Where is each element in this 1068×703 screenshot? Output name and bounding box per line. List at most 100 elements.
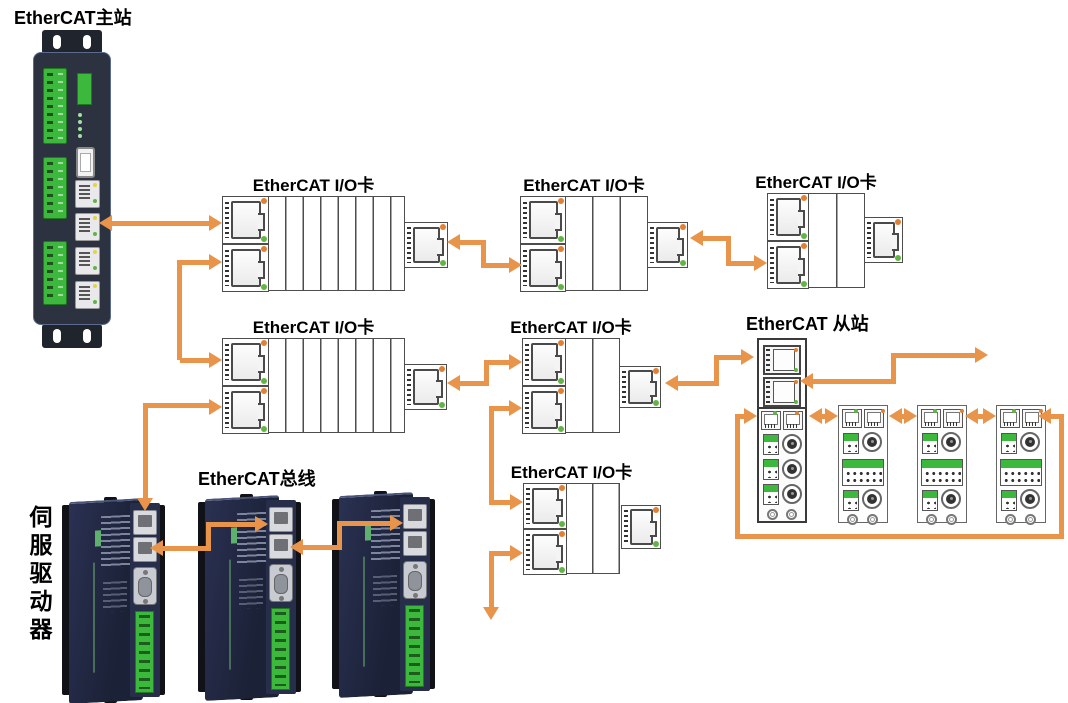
terminal-connector <box>843 490 859 511</box>
green-led-dot <box>559 567 565 573</box>
arrowhead <box>99 215 112 231</box>
rj45-port <box>269 534 293 559</box>
mounting-rail <box>198 502 209 692</box>
terminal-strip <box>405 605 424 687</box>
cable-segment <box>714 355 741 360</box>
arrowhead <box>509 354 522 370</box>
orange-led-dot <box>439 366 445 372</box>
arrowhead <box>509 400 522 416</box>
arrowhead <box>965 408 978 424</box>
arrowhead <box>390 515 403 531</box>
green-led-dot <box>558 378 564 384</box>
mounting-rail <box>62 505 73 695</box>
green-led-dot <box>559 521 565 527</box>
orange-led-dot <box>440 224 446 230</box>
rj45-port-small <box>1000 409 1020 428</box>
db9-connector <box>269 564 293 602</box>
terminal-connector <box>922 490 938 511</box>
io-card-label: EtherCAT I/O卡 <box>510 463 633 482</box>
rj45-port <box>763 377 801 407</box>
m8-connector <box>862 489 882 509</box>
orange-led-dot <box>558 388 564 394</box>
io-terminal-section <box>757 407 807 523</box>
cable-segment <box>163 546 209 551</box>
terminal-strip <box>271 608 290 690</box>
cable-segment <box>899 414 907 419</box>
orange-led-dot <box>261 198 267 204</box>
cable-segment <box>735 534 1064 539</box>
ethercat-master-device <box>33 28 113 353</box>
io-card-3: EtherCAT I/O卡 <box>755 173 903 289</box>
servo-drive-1 <box>62 497 165 703</box>
green-led-dot <box>261 284 267 290</box>
terminal-connector <box>843 433 859 454</box>
rj45-port <box>269 507 293 532</box>
orange-led-dot <box>801 243 807 249</box>
m8-connector <box>1020 489 1040 509</box>
io-module-slots <box>566 197 647 290</box>
arrowhead <box>983 408 996 424</box>
rj45-in-port <box>222 338 269 386</box>
green-led-dot <box>794 368 798 372</box>
orange-led-dot <box>795 411 799 415</box>
orange-led-dot <box>261 246 267 252</box>
io-card-label: EtherCAT I/O卡 <box>252 176 375 195</box>
slave-bus-coupler <box>757 338 807 523</box>
mounting-bracket-top <box>42 30 102 54</box>
db9-connector <box>133 567 157 605</box>
arrowhead <box>209 254 222 270</box>
green-led-dot <box>653 400 659 406</box>
rj45-out-port <box>404 222 448 268</box>
orange-led-dot <box>559 485 565 491</box>
cable-segment <box>111 221 210 226</box>
screw-hole <box>1005 514 1016 525</box>
screw-hole <box>847 514 858 525</box>
slave-io-module <box>838 405 888 525</box>
m8-connector <box>862 432 882 452</box>
arrowhead <box>150 540 163 556</box>
rj45-in-port <box>523 483 567 529</box>
arrowhead <box>975 347 988 363</box>
arrowhead <box>1038 408 1051 424</box>
orange-led-dot <box>680 224 686 230</box>
cable-segment <box>180 358 210 363</box>
green-led-dot <box>439 402 445 408</box>
cable-segment <box>303 545 340 550</box>
rj45-in-port <box>767 193 809 241</box>
screw-hole <box>926 514 937 525</box>
rj45-port-small <box>842 409 862 428</box>
cable-segment <box>714 355 719 386</box>
faceplate-text <box>239 577 263 610</box>
green-led-dot <box>794 400 798 404</box>
arrowhead <box>209 352 222 368</box>
green-marking <box>231 527 237 544</box>
io-card-4: EtherCAT I/O卡 <box>222 318 447 434</box>
arrowhead <box>741 349 754 365</box>
rj45-port <box>763 345 801 375</box>
rj45-port <box>75 281 100 309</box>
m8-connector <box>941 489 961 509</box>
io-card-5: EtherCAT I/O卡 <box>510 318 661 434</box>
rj45-port <box>75 247 100 275</box>
rj45-port-small <box>783 411 803 430</box>
cable-segment <box>1051 414 1064 419</box>
slave-io-module <box>996 405 1046 525</box>
cable-segment <box>143 403 148 498</box>
terminal-strip-block <box>842 459 884 486</box>
cable-segment <box>481 263 509 268</box>
faceplate-text <box>103 580 127 613</box>
master-body <box>33 52 111 325</box>
cable-segment <box>337 521 390 526</box>
io-module-slots <box>269 339 404 432</box>
rj45-out-port <box>619 366 661 408</box>
rj45-port-small <box>921 409 941 428</box>
green-led-dot <box>261 426 267 432</box>
terminal-strip <box>135 611 154 693</box>
rj45-in-port <box>520 196 566 244</box>
arrowhead <box>209 399 222 415</box>
usb-port <box>76 147 95 178</box>
arrowhead <box>510 494 523 510</box>
slave-station-label: EtherCAT 从站 <box>746 314 869 334</box>
io-card-label: EtherCAT I/O卡 <box>523 176 645 195</box>
